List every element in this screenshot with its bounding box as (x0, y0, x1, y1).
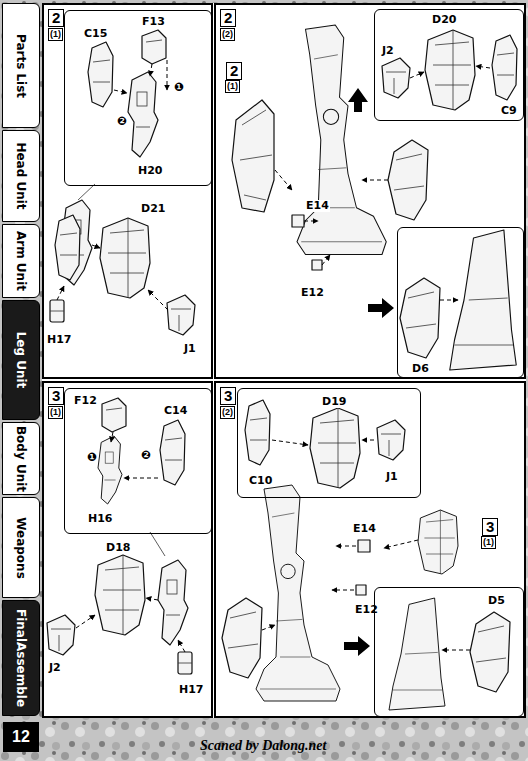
part-label: C14 (163, 405, 188, 417)
step-panel: 2(2)E14E12D20J2C92(1)D6 (214, 3, 526, 379)
step-reference: 3(1) (480, 516, 501, 552)
part-label: H17 (46, 334, 73, 346)
part-label: J1 (385, 471, 399, 483)
step-number: 2 (220, 9, 236, 27)
part-label: D6 (411, 363, 430, 375)
tab-label: Head Unit (14, 142, 28, 209)
section-tab-active: FinalAssemble (2, 600, 40, 716)
detail-inset: F13C15H20 ❶ ❷ (64, 10, 212, 186)
sub-step-number: (2) (220, 28, 235, 41)
tab-label: Weapons (14, 517, 28, 579)
step-panel: 2(1) D21J1 H17 F13C15H20 ❶ ❷ (42, 3, 213, 379)
sub-step-number: (1) (48, 406, 63, 419)
part-label: D18 (105, 542, 131, 554)
detail-inset: F12C14H16 ❶ ❷ (64, 388, 212, 534)
step-number: 2 (226, 62, 242, 80)
page-number: 12 (12, 728, 30, 746)
tab-label: Parts List (14, 33, 28, 97)
part-label: J2 (48, 662, 62, 674)
order-number: ❷ (141, 449, 151, 462)
part-label: F13 (141, 16, 166, 28)
tab-label: Arm Unit (14, 231, 28, 291)
part-label: E14 (352, 523, 377, 535)
sub-step-number: (1) (481, 536, 496, 549)
part-label: E14 (305, 200, 330, 212)
order-number: ❶ (87, 451, 97, 464)
part-label: C9 (500, 105, 518, 117)
step-number: 3 (48, 387, 64, 405)
step-panel: 3(2)E14E12C10D19J13(1)D5 (214, 381, 526, 718)
part-label: J1 (183, 343, 197, 355)
order-number: ❶ (174, 81, 184, 94)
detail-inset: D5 (374, 587, 524, 717)
step-number: 3 (220, 387, 236, 405)
part-label: F12 (73, 395, 98, 407)
part-label: E12 (300, 287, 325, 299)
tab-label: Body Unit (14, 425, 28, 491)
detail-inset: D6 (397, 227, 524, 378)
order-number: ❷ (117, 115, 127, 128)
page-number-box: 12 (3, 722, 39, 752)
tab-label: FinalAssemble (14, 609, 28, 707)
step-reference: 2(1) (224, 60, 245, 96)
sub-step-number: (1) (48, 28, 63, 41)
part-label: D20 (431, 14, 457, 26)
sub-step-number: (1) (225, 80, 240, 93)
part-label: C15 (83, 28, 108, 40)
section-tab: Body Unit (2, 422, 40, 495)
section-tab: Head Unit (2, 130, 40, 222)
step-number: 3 (482, 518, 498, 536)
watermark: Scaned by Dalong.net (200, 738, 326, 754)
part-label: D21 (140, 203, 166, 215)
part-label: H16 (87, 513, 114, 525)
part-label: D19 (321, 396, 347, 408)
part-label: E12 (354, 604, 379, 616)
tab-label: Leg Unit (14, 332, 28, 389)
part-label: H20 (137, 165, 164, 177)
section-tab-active: Leg Unit (2, 300, 40, 420)
section-tab: Weapons (2, 497, 40, 598)
section-tab: Parts List (2, 3, 40, 128)
part-label: H17 (178, 684, 205, 696)
part-label: C10 (248, 475, 273, 487)
step-panel: 3(1) D18J2H17 F12C14H16 ❶ ❷ (42, 381, 213, 718)
detail-inset: C10 D19J1 (237, 388, 421, 498)
sub-step-number: (2) (220, 406, 235, 419)
detail-inset: D20J2C9 (374, 9, 524, 121)
part-label: D5 (487, 595, 506, 607)
section-tab: Arm Unit (2, 224, 40, 298)
step-number: 2 (48, 9, 64, 27)
part-label: J2 (381, 45, 395, 57)
